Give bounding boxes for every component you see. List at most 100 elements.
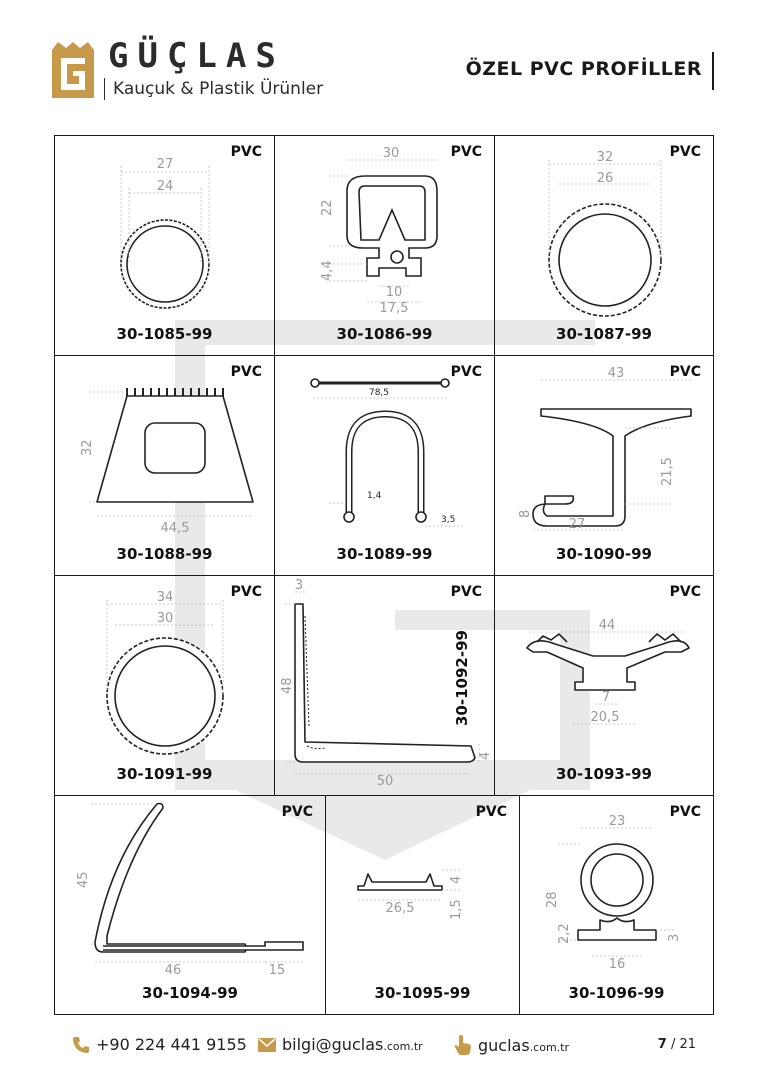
page-header: GÜÇLAS Kauçuk & Plastik Ürünler ÖZEL PVC…	[0, 0, 768, 120]
dim-label: 45	[76, 871, 91, 888]
product-cell-1091: 34 30 PVC 30-1091-99	[54, 575, 275, 796]
material-tag: PVC	[281, 804, 313, 820]
profile-drawing-1095: 26,5 4 1,5	[357, 869, 464, 920]
page-title: ÖZEL PVC PROFİLLER	[465, 58, 702, 80]
profile-drawing-1086: 30 22 4,4 10 17,5	[320, 146, 438, 316]
material-tag: PVC	[669, 364, 701, 380]
product-cell-1095: 26,5 4 1,5 PVC 30-1095-99	[325, 795, 520, 1015]
brand-name: GÜÇLAS	[108, 36, 285, 76]
phone-number: +90 224 441 9155	[96, 1035, 247, 1054]
dim-label: 30	[157, 611, 174, 626]
product-code: 30-1085-99	[116, 325, 213, 343]
dim-label: 3,5	[441, 515, 455, 525]
dim-label: 15	[269, 963, 286, 978]
dim-label: 44	[599, 618, 616, 633]
product-cell-1085: 27 24 PVC 30-1085-99	[54, 135, 275, 356]
product-code: 30-1089-99	[336, 545, 433, 563]
product-grid: 27 24 PVC 30-1085-99 30 22 4,4 10 17,5 P…	[54, 135, 714, 1015]
mail-icon	[258, 1037, 276, 1052]
product-code: 30-1091-99	[116, 765, 213, 783]
product-code: 30-1090-99	[556, 545, 652, 563]
dim-label: 4	[449, 876, 464, 884]
product-code: 30-1092-99	[453, 630, 471, 726]
dim-label: 3	[667, 934, 682, 942]
dim-label: 30	[383, 146, 400, 161]
dim-label: 4,4	[320, 260, 335, 281]
product-code: 30-1088-99	[116, 545, 213, 563]
dim-label: 7	[602, 690, 610, 705]
material-tag: PVC	[669, 584, 701, 600]
material-tag: PVC	[450, 584, 482, 600]
dim-label: 46	[165, 963, 182, 978]
dim-label: 32	[597, 150, 614, 165]
website-name: guclas	[478, 1035, 530, 1055]
dim-label: 43	[608, 366, 625, 381]
dim-label: 20,5	[591, 710, 620, 725]
product-cell-1087: 32 26 PVC 30-1087-99	[494, 135, 714, 356]
material-tag: PVC	[450, 144, 482, 160]
footer-website[interactable]: guclas.com.tr	[454, 1035, 569, 1055]
profile-drawing-1089: 78,5 1,4 3,5	[310, 378, 465, 527]
product-code: 30-1093-99	[556, 765, 652, 783]
profile-drawing-1090: 43 21,5 8 27	[518, 366, 692, 532]
dim-label: 21,5	[660, 457, 675, 486]
product-code: 30-1094-99	[142, 984, 238, 1002]
footer-email[interactable]: bilgi@guclas.com.tr	[258, 1035, 423, 1054]
dim-label: 26,5	[386, 901, 415, 916]
material-tag: PVC	[230, 144, 262, 160]
dim-label: 34	[157, 590, 174, 605]
product-cell-1092: 3 48 50 4 PVC 30-1092-99	[274, 575, 495, 796]
dim-label: 28	[545, 891, 560, 908]
product-code: 30-1096-99	[568, 984, 665, 1002]
profile-drawing-1096: 23 28 2,2 16 3	[545, 814, 682, 972]
title-divider	[712, 52, 714, 90]
profile-drawing-1087: 32 26	[548, 150, 662, 317]
product-cell-1090: 43 21,5 8 27 PVC 30-1090-99	[494, 355, 714, 576]
profile-drawing-1088: 44,5 32	[80, 388, 254, 536]
email-user: bilgi@guclas	[282, 1035, 384, 1054]
brand-tagline: Kauçuk & Plastik Ürünler	[104, 78, 323, 100]
product-code: 30-1087-99	[556, 325, 652, 343]
profile-drawing-1093: 44 7 20,5	[526, 618, 690, 725]
dim-label: 48	[280, 677, 295, 694]
page-footer: +90 224 441 9155 bilgi@guclas.com.tr guc…	[0, 1025, 768, 1065]
dim-label: 44,5	[161, 521, 190, 536]
page-total: / 21	[670, 1037, 696, 1052]
dim-label: 50	[377, 774, 394, 789]
material-tag: PVC	[669, 144, 701, 160]
profile-drawing-1092: 3 48 50 4	[280, 578, 493, 789]
material-tag: PVC	[669, 804, 701, 820]
dim-label: 22	[320, 199, 335, 216]
product-code: 30-1095-99	[374, 984, 471, 1002]
product-cell-1093: 44 7 20,5 PVC 30-1093-99	[494, 575, 714, 796]
material-tag: PVC	[230, 584, 262, 600]
dim-label: 27	[569, 517, 586, 532]
dim-label: 27	[157, 157, 174, 172]
hand-pointer-icon	[454, 1035, 471, 1055]
profile-drawing-1091: 34 30	[106, 590, 224, 755]
dim-label: 1,5	[449, 899, 464, 920]
material-tag: PVC	[450, 364, 482, 380]
dim-label: 78,5	[369, 388, 389, 398]
dim-label: 32	[80, 439, 95, 456]
email-domain: .com.tr	[383, 1040, 423, 1053]
page-current: 7	[657, 1037, 667, 1052]
material-tag: PVC	[475, 804, 507, 820]
product-cell-1094: 45 46 15 PVC 30-1094-99	[54, 795, 326, 1015]
product-cell-1088: 44,5 32 PVC 30-1088-99	[54, 355, 275, 576]
dim-label: 8	[518, 510, 533, 518]
product-code: 30-1086-99	[336, 325, 433, 343]
dim-label: 4	[478, 752, 493, 760]
product-cell-1096: 23 28 2,2 16 3 PVC 30-1096-99	[519, 795, 714, 1015]
footer-phone[interactable]: +90 224 441 9155	[72, 1035, 247, 1054]
dim-label: 16	[609, 957, 626, 972]
material-tag: PVC	[230, 364, 262, 380]
phone-icon	[73, 1036, 89, 1053]
page-number: 7 / 21	[658, 1037, 696, 1052]
guclas-logo-icon	[52, 42, 94, 98]
dim-label: 17,5	[380, 301, 409, 316]
dim-label: 2,2	[557, 923, 572, 944]
dim-label: 10	[386, 285, 403, 300]
dim-label: 3	[295, 578, 303, 593]
